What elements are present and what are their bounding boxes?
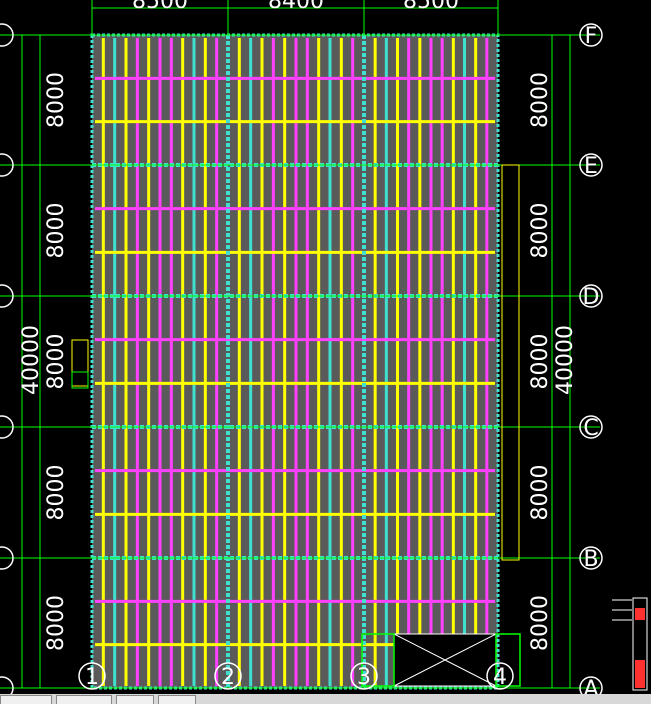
row-axis-label: D bbox=[583, 285, 600, 310]
layout-tab[interactable] bbox=[116, 695, 154, 704]
left-dimension-label: 8000 bbox=[44, 465, 69, 521]
row-axis-label: E bbox=[584, 154, 598, 179]
row-axis-bubble bbox=[579, 153, 603, 177]
axis-grid-lines bbox=[0, 0, 600, 689]
column-axis-label: 2 bbox=[221, 665, 235, 690]
right-dimension-label: 8000 bbox=[528, 72, 553, 128]
row-axis-bubble bbox=[0, 415, 14, 439]
top-dimension-label: 8400 bbox=[268, 0, 324, 14]
row-axis-bubble bbox=[579, 23, 603, 47]
wall-outline bbox=[501, 164, 520, 561]
column-axis-label: 3 bbox=[357, 665, 371, 690]
total-right-dimension-label: 40000 bbox=[553, 325, 578, 395]
left-dimension-label: 8000 bbox=[44, 72, 69, 128]
layout-tab-strip bbox=[0, 694, 651, 704]
top-dimension-label: 8500 bbox=[403, 0, 459, 14]
row-axis-bubble bbox=[579, 415, 603, 439]
left-dimension-label: 8000 bbox=[44, 203, 69, 259]
layout-tab[interactable] bbox=[56, 695, 112, 704]
column-axis-bubble bbox=[78, 662, 106, 690]
right-dimension-label: 8000 bbox=[528, 595, 553, 651]
column-axis-bubble bbox=[486, 662, 514, 690]
row-axis-bubble bbox=[0, 153, 14, 177]
left-dimension-label: 8000 bbox=[44, 595, 69, 651]
column-axis-bubble bbox=[214, 662, 242, 690]
right-dimension-label: 8000 bbox=[528, 465, 553, 521]
row-axis-bubble bbox=[0, 284, 14, 308]
left-section-marker bbox=[71, 339, 89, 389]
row-axis-label: B bbox=[583, 547, 598, 572]
row-axis-label: F bbox=[585, 24, 598, 49]
left-dimension-label: 8000 bbox=[44, 334, 69, 390]
total-left-dimension-label: 40000 bbox=[19, 325, 44, 395]
detail-legend bbox=[612, 597, 648, 691]
row-axis-bubble bbox=[579, 284, 603, 308]
column-axis-label: 4 bbox=[493, 665, 507, 690]
right-dimension-label: 8000 bbox=[528, 334, 553, 390]
dimension-annotations: 8500 8400 8500 8000 8000 8000 8000 8000 8000 8000… bbox=[19, 0, 578, 651]
row-axis-bubble bbox=[0, 23, 14, 47]
stair-opening bbox=[361, 633, 521, 687]
layout-tab[interactable] bbox=[0, 695, 52, 704]
column-axis-label: 1 bbox=[85, 665, 99, 690]
layout-tab[interactable] bbox=[158, 695, 196, 704]
column-axis-bubble bbox=[350, 662, 378, 690]
right-dimension-label: 8000 bbox=[528, 203, 553, 259]
top-dimension-label: 8500 bbox=[132, 0, 188, 14]
row-axis-bubble bbox=[579, 546, 603, 570]
row-axis-bubble bbox=[0, 546, 14, 570]
row-axis-label: C bbox=[583, 416, 598, 441]
